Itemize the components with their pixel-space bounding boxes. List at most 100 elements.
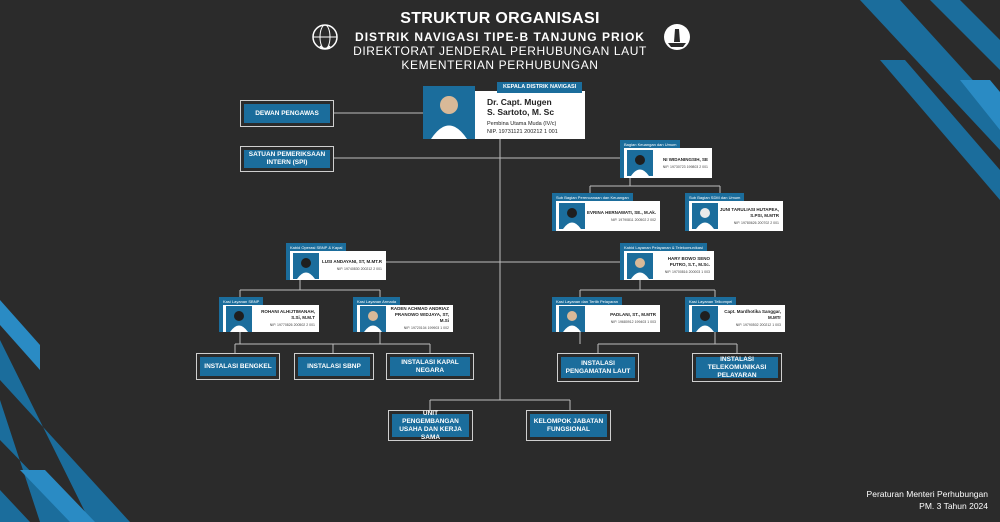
person-position: Kabid Layanan Pelayanan & Telekomunikasi <box>620 243 707 251</box>
person-position: Kasi Layanan dan Tertib Pelayaran <box>552 297 622 305</box>
person-nip: NIP. 19790811 200502 2 002 <box>610 217 656 222</box>
person-name: PADLANI, ST., M.MTR <box>610 312 656 317</box>
unit-label: SATUAN PEMERIKSAAN INTERN (SPI) <box>244 150 330 168</box>
card-text: RADEN ACHMAD ANDRIAZ PRANOWO WIDJAYA, ST… <box>386 306 453 331</box>
card-text: EVRINA HERNAWATI, SE., M.Ak. NIP. 1979081… <box>585 210 660 223</box>
head-info: Dr. Capt. Mugen S. Sartoto, M. Sc Pembin… <box>475 91 585 139</box>
person-photo-icon <box>360 305 386 332</box>
card-body: LUSI ANDAYANI, ST, M.MT.R NIP. 19740830 2… <box>286 251 386 280</box>
person-nip: NIP. 19780626 200702 2 001 <box>733 220 779 225</box>
unit-label: INSTALASI BENGKEL <box>200 357 276 376</box>
person-position: Kasi Layanan SBNP <box>219 297 264 305</box>
person-position: Bagian Keuangan dan Umum <box>620 140 681 148</box>
head-name-1: Dr. Capt. Mugen <box>487 97 552 107</box>
person-photo-icon <box>293 252 319 279</box>
card-body: RADEN ACHMAD ANDRIAZ PRANOWO WIDJAYA, ST… <box>353 305 453 332</box>
person-position: Sub Bagian Perencanaan dan Keuangan <box>552 193 633 201</box>
header-ministry: KEMENTERIAN PERHUBUNGAN <box>401 58 599 72</box>
person-name: NI WIDANINGSIH, SE <box>662 156 708 162</box>
card-subbag-keuangan[interactable]: EVRINA HERNAWATI, SE., M.Ak. NIP. 1979081… <box>552 193 660 231</box>
person-position: Kabid Operasi SBNP & Kapal <box>286 243 347 251</box>
person-nip: NIP. 19700816 200003 1 003 <box>664 270 710 274</box>
person-name: LUSI ANDAYANI, ST, M.MT.R <box>321 259 382 264</box>
person-photo-icon <box>226 305 252 332</box>
unit-label: INSTALASI KAPAL NEGARA <box>390 357 470 376</box>
unit-instalasi-pengamatan-laut[interactable]: INSTALASI PENGAMATAN LAUT <box>557 353 639 382</box>
person-photo-icon <box>559 305 585 332</box>
person-photo-icon <box>423 86 475 139</box>
card-text: LUSI ANDAYANI, ST, M.MT.R NIP. 19740830 2… <box>319 259 386 272</box>
card-kabid-pelayanan[interactable]: HARY BOWO SENO PUTRO, S.T., M.Sc. NIP. 19… <box>620 243 714 280</box>
person-nip: NIP. 19740830 200212 2 001 <box>336 267 382 271</box>
person-name: EVRINA HERNAWATI, SE., M.Ak. <box>586 209 656 215</box>
person-name: RADEN ACHMAD ANDRIAZ PRANOWO WIDJAYA, ST… <box>390 306 449 323</box>
footer-line-1: Peraturan Menteri Perhubungan <box>866 489 988 499</box>
unit-instalasi-sbnp[interactable]: INSTALASI SBNP <box>294 353 374 380</box>
card-body: ROHANI ALHIJTIMANAH, S.Si, M.M.T NIP. 197… <box>219 305 319 332</box>
header-directorate: DIREKTORAT JENDERAL PERHUBUNGAN LAUT <box>353 44 647 58</box>
unit-label: INSTALASI TELEKOMUNIKASI PELAYARAN <box>696 356 778 379</box>
unit-instalasi-kapal-negara[interactable]: INSTALASI KAPAL NEGARA <box>386 353 474 380</box>
card-body: JUNI TARULIASI HUTAPEA, S.PSI, M.MTR NIP.… <box>685 201 783 231</box>
card-kabid-sbnp[interactable]: LUSI ANDAYANI, ST, M.MT.R NIP. 19740830 2… <box>286 243 386 280</box>
head-tag: KEPALA DISTRIK NAVIGASI <box>497 82 583 93</box>
person-name: JUNI TARULIASI HUTAPEA, S.PSI, M.MTR <box>719 206 779 218</box>
card-kabag-umum[interactable]: NI WIDANINGSIH, SE NIP. 19730723 199803 2… <box>620 140 712 178</box>
person-nip: NIP. 19770826 200502 2 001 <box>269 323 315 327</box>
person-photo-icon <box>692 203 718 229</box>
card-kasi-armada[interactable]: RADEN ACHMAD ANDRIAZ PRANOWO WIDJAYA, ST… <box>353 297 453 332</box>
unit-label: DEWAN PENGAWAS <box>244 104 330 123</box>
unit-label: INSTALASI SBNP <box>298 357 370 376</box>
person-nip: NIP. 19720104 199903 1 002 <box>403 326 449 330</box>
lighthouse-ship-logo-icon <box>664 24 690 50</box>
footer-regulation: Peraturan Menteri Perhubungan PM. 3 Tahu… <box>867 488 988 512</box>
card-text: PADLANI, ST., M.MTR NIP. 19680912 199403 … <box>585 312 660 325</box>
unit-label: UNIT PENGEMBANGAN USAHA DAN KERJA SAMA <box>392 410 469 441</box>
card-body: HARY BOWO SENO PUTRO, S.T., M.Sc. NIP. 19… <box>620 251 714 280</box>
person-photo-icon <box>627 252 653 279</box>
unit-instalasi-bengkel[interactable]: INSTALASI BENGKEL <box>196 353 280 380</box>
footer-line-2: PM. 3 Tahun 2024 <box>919 501 988 511</box>
unit-label: KELOMPOK JABATAN FUNGSIONAL <box>530 414 607 437</box>
person-nip: NIP. 19790502 200212 1 003 <box>735 323 781 327</box>
person-photo-icon <box>627 150 653 176</box>
unit-pengembangan-usaha[interactable]: UNIT PENGEMBANGAN USAHA DAN KERJA SAMA <box>388 410 473 441</box>
unit-label: INSTALASI PENGAMATAN LAUT <box>561 357 635 378</box>
card-body: EVRINA HERNAWATI, SE., M.Ak. NIP. 1979081… <box>552 201 660 231</box>
person-nip: NIP. 19730723 199803 2 001 <box>662 164 708 169</box>
head-nip: NIP. 19731121 200212 1 001 <box>487 129 558 135</box>
card-subbag-sdm[interactable]: JUNI TARULIASI HUTAPEA, S.PSI, M.MTR NIP.… <box>685 193 783 231</box>
card-kasi-sbnp[interactable]: ROHANI ALHIJTIMANAH, S.Si, M.M.T NIP. 197… <box>219 297 319 332</box>
card-text: JUNI TARULIASI HUTAPEA, S.PSI, M.MTR NIP.… <box>718 207 783 226</box>
person-nip: NIP. 19680912 199403 1 003 <box>610 320 656 324</box>
head-card: Dr. Capt. Mugen S. Sartoto, M. Sc Pembin… <box>423 82 585 139</box>
globe-anchor-logo-icon <box>312 24 338 50</box>
unit-instalasi-telekomunikasi[interactable]: INSTALASI TELEKOMUNIKASI PELAYARAN <box>692 353 782 382</box>
unit-kelompok-jabatan-fungsional[interactable]: KELOMPOK JABATAN FUNGSIONAL <box>526 410 611 441</box>
head-name-2: S. Sartoto, M. Sc <box>487 107 555 117</box>
person-position: Kasi Layanan Armada <box>353 297 401 305</box>
person-name: HARY BOWO SENO PUTRO, S.T., M.Sc. <box>667 256 710 267</box>
unit-spi[interactable]: SATUAN PEMERIKSAAN INTERN (SPI) <box>240 146 334 172</box>
head-role: Pembina Utama Muda (IV/c) <box>487 121 557 127</box>
card-text: HARY BOWO SENO PUTRO, S.T., M.Sc. NIP. 19… <box>653 256 714 275</box>
person-name: Capt. Mardhotika Sanggar, M.MTr <box>724 309 781 320</box>
page-subtitle: DISTRIK NAVIGASI TIPE-B TANJUNG PRIOK <box>355 30 645 44</box>
card-text: ROHANI ALHIJTIMANAH, S.Si, M.M.T NIP. 197… <box>252 309 319 328</box>
card-body: NI WIDANINGSIH, SE NIP. 19730723 199803 2… <box>620 148 712 178</box>
person-photo-icon <box>559 203 585 229</box>
unit-dewan-pengawas[interactable]: DEWAN PENGAWAS <box>240 100 334 127</box>
page-title: STRUKTUR ORGANISASI <box>400 10 600 27</box>
card-text: NI WIDANINGSIH, SE NIP. 19730723 199803 2… <box>653 157 712 170</box>
person-name: ROHANI ALHIJTIMANAH, S.Si, M.M.T <box>261 309 315 320</box>
person-photo-icon <box>692 305 718 332</box>
person-position: Kasi Layanan Telkompel <box>685 297 737 305</box>
person-position: Sub Bagian SDM dan Umum <box>685 193 745 201</box>
card-kasi-tertib[interactable]: PADLANI, ST., M.MTR NIP. 19680912 199403 … <box>552 297 660 332</box>
